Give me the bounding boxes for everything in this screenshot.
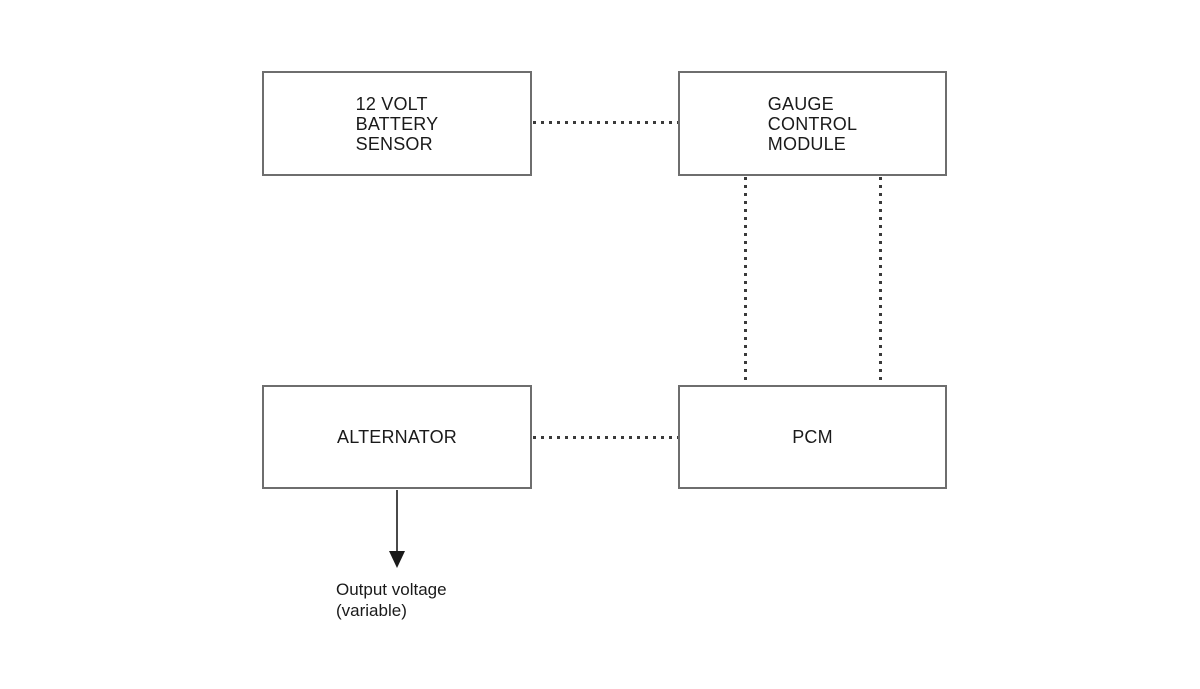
connector-gauge-module-to-pcm-right	[879, 177, 882, 385]
battery-sensor-label-line: 12 VOLT	[355, 93, 428, 114]
gauge-control-module-label-line: CONTROL	[767, 113, 858, 134]
alternator-output-arrow-head-icon	[389, 551, 405, 568]
connector-battery-sensor-to-gauge-module	[533, 121, 678, 124]
node-gauge-control-module: GAUGE CONTROL MODULE	[678, 71, 947, 176]
connector-gauge-module-to-pcm-left	[744, 177, 747, 385]
alternator-label: ALTERNATOR	[336, 427, 458, 447]
node-alternator: ALTERNATOR	[262, 385, 532, 489]
connector-alternator-to-pcm	[533, 436, 678, 439]
gauge-control-module-label-line: MODULE	[767, 133, 847, 154]
pcm-label: PCM	[792, 427, 833, 447]
gauge-control-module-label: GAUGE CONTROL MODULE	[768, 94, 857, 154]
battery-sensor-label: 12 VOLT BATTERY SENSOR	[356, 94, 439, 154]
gauge-control-module-label-line: GAUGE	[767, 93, 834, 114]
node-pcm: PCM	[678, 385, 947, 489]
output-voltage-label-line: Output voltage	[336, 580, 447, 599]
node-battery-sensor: 12 VOLT BATTERY SENSOR	[262, 71, 532, 176]
output-voltage-label-line: (variable)	[336, 601, 407, 620]
battery-sensor-label-line: SENSOR	[355, 133, 433, 154]
battery-sensor-label-line: BATTERY	[355, 113, 439, 134]
alternator-output-arrow-shaft	[396, 490, 398, 554]
output-voltage-label: Output voltage (variable)	[336, 579, 447, 621]
